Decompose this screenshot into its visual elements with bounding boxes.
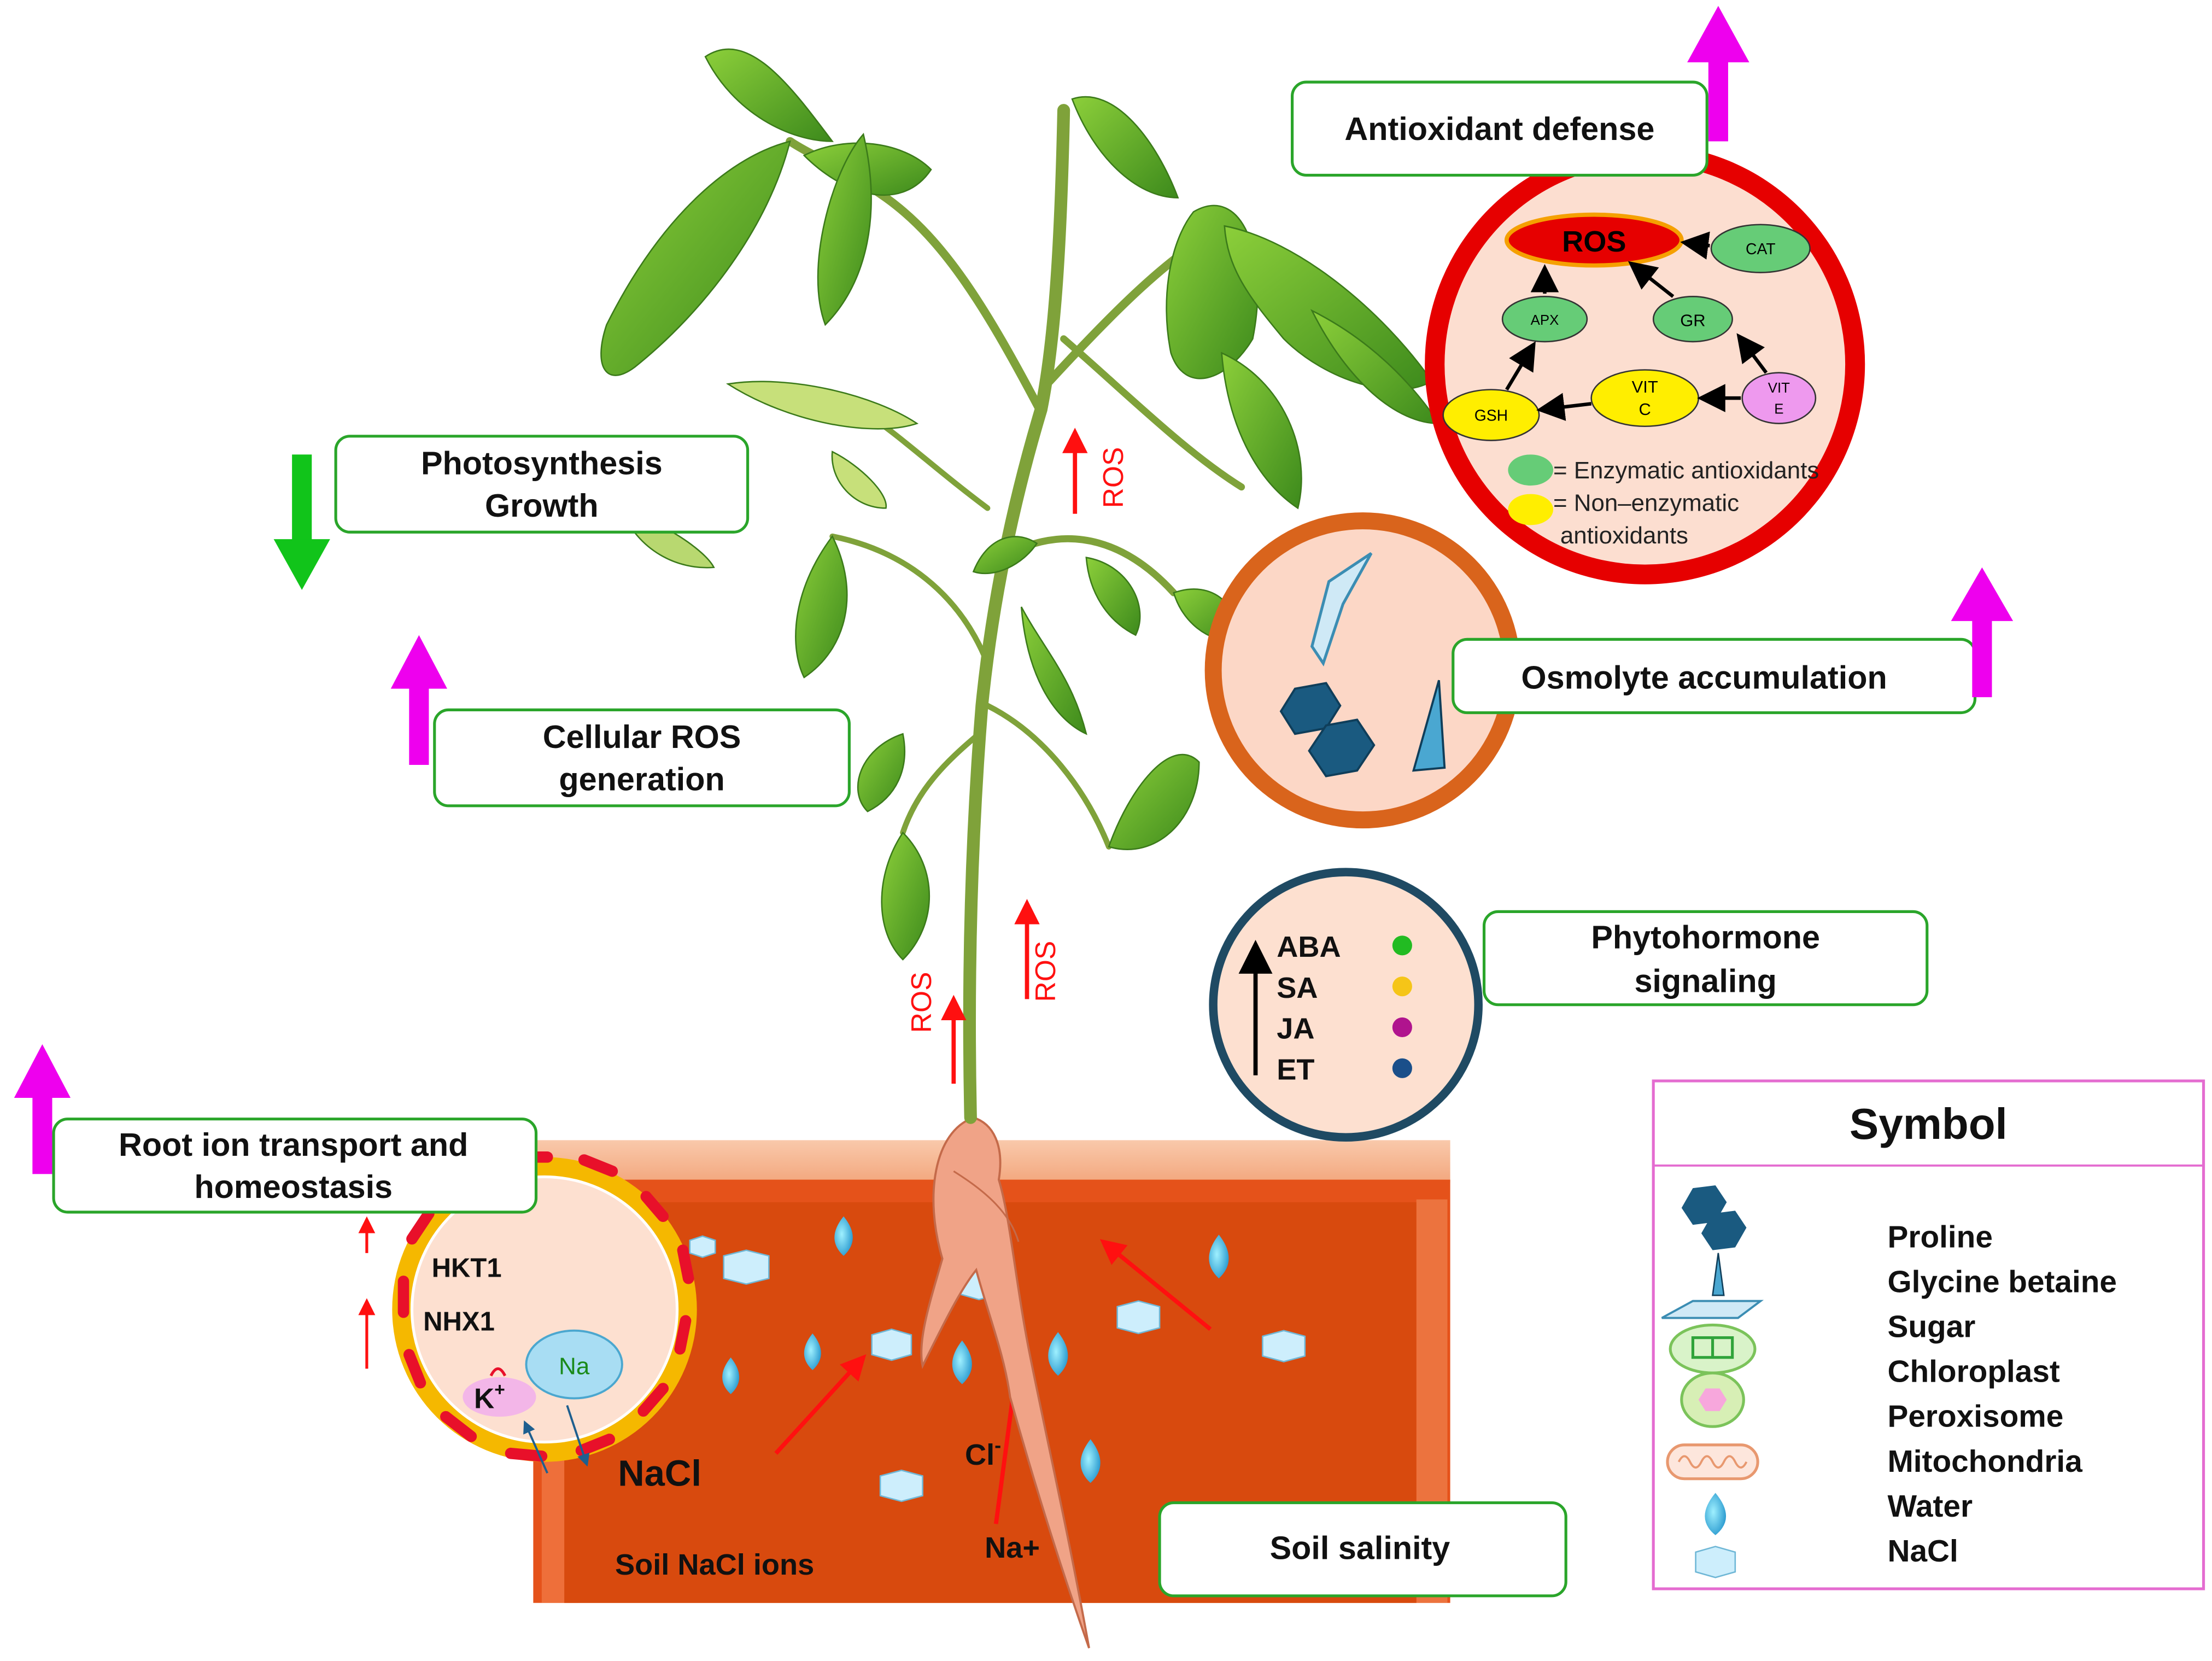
cellular-ros-label-line2: generation (559, 761, 724, 797)
cellular-ros-label-box: Cellular ROS generation (433, 708, 851, 808)
soil-nacl-label: NaCl (618, 1453, 701, 1494)
hkt1-label: HKT1 (432, 1254, 502, 1283)
antioxidant-increase-arrow (1687, 5, 1749, 142)
vit-e-label-line1: VIT (1768, 381, 1790, 396)
phytohormone-label-line1: Phytohormone (1591, 919, 1820, 955)
photosynthesis-label-line1: Photosynthesis (421, 445, 663, 481)
vit-c-label-line2: C (1639, 400, 1651, 419)
soil-salinity-label: Soil salinity (1270, 1530, 1450, 1566)
sodium-vacuole (525, 1329, 623, 1400)
cellular-ros-label-line1: Cellular ROS (543, 718, 741, 755)
root-ion-increase-arrow (14, 1044, 71, 1174)
stem-ros-text: ROS (1097, 447, 1129, 508)
ros-node-label: ROS (1562, 225, 1626, 258)
hormone-aba-dot (1392, 935, 1412, 956)
symbol-item-mitochondria: Mitochondria (1888, 1444, 2083, 1479)
legend-nonenzymatic-swatch (1508, 494, 1553, 525)
vit-c-label-line1: VIT (1632, 377, 1658, 396)
gr-node (1652, 296, 1733, 343)
root-ion-label-line1: Root ion transport and (119, 1126, 468, 1163)
soil-sodium-label: Na+ (985, 1531, 1040, 1564)
legend-nonenzymatic-text-line1: = Non–enzymatic (1553, 490, 1739, 517)
photosynthesis-label-line2: Growth (485, 487, 599, 524)
osmolyte-increase-arrow (1951, 567, 2014, 698)
mitochondria-icon (1666, 1443, 1759, 1481)
osmolyte-label: Osmolyte accumulation (1521, 659, 1887, 696)
legend-enzymatic-swatch (1508, 454, 1553, 486)
cellular-ros-increase-arrow (390, 635, 447, 765)
hormone-ja-dot (1392, 1017, 1412, 1038)
gr-node-label: GR (1680, 311, 1705, 330)
plant-leaves (600, 48, 1441, 961)
potassium-label: K+ (474, 1379, 505, 1414)
plant-root (920, 1116, 1090, 1648)
antioxidant-label-box: Antioxidant defense (1291, 80, 1708, 177)
sugar-icon (1661, 1300, 1764, 1319)
osmolyte-circle (1204, 512, 1521, 829)
symbol-item-nacl: NaCl (1888, 1534, 1958, 1569)
vit-e-label-line2: E (1774, 402, 1783, 417)
symbol-item-water: Water (1888, 1489, 1973, 1524)
hormone-et-label: ET (1277, 1053, 1314, 1086)
symbol-item-sugar: Sugar (1888, 1310, 1976, 1344)
chloroplast-icon (1669, 1323, 1757, 1375)
soil-nacl-ions-label: Soil NaCl ions (615, 1548, 814, 1581)
peroxisome-icon (1680, 1371, 1745, 1428)
lower-ros-right-text: ROS (1029, 941, 1061, 1002)
antioxidant-label: Antioxidant defense (1344, 110, 1654, 147)
phytohormone-label-line2: signaling (1634, 962, 1776, 999)
stem-ros-marker: ROS (1062, 428, 1129, 514)
water-icon (1705, 1493, 1727, 1535)
hormone-sa-label: SA (1277, 972, 1318, 1004)
nacl-icon (1695, 1546, 1736, 1578)
lower-ros-right-marker: ROS (1014, 899, 1061, 1002)
glycine-betaine-icon (1712, 1253, 1725, 1296)
hormone-et-dot (1392, 1058, 1412, 1078)
phytohormone-circle: ABA SA JA ET (1209, 868, 1483, 1142)
symbol-item-peroxisome: Peroxisome (1888, 1400, 2064, 1434)
root-cell: HKT1 NHX1 Na K+ (358, 1151, 697, 1474)
lower-ros-left-text: ROS (905, 972, 937, 1033)
proline-icon (1681, 1185, 1747, 1250)
legend-enzymatic-text: = Enzymatic antioxidants (1553, 457, 1819, 484)
sodium-label: Na (559, 1353, 590, 1380)
nhx1-label: NHX1 (423, 1307, 495, 1337)
phytohormone-label-box: Phytohormone signaling (1482, 910, 1929, 1007)
potassium-transporter (463, 1377, 536, 1417)
lower-ros-left-marker: ROS (905, 972, 967, 1084)
hormone-sa-dot (1392, 976, 1412, 997)
osmolyte-label-box: Osmolyte accumulation (1452, 638, 1977, 715)
soil-chloride-label: Cl- (965, 1434, 1001, 1471)
apx-node (1501, 296, 1588, 343)
antioxidant-circle: ROS CAT APX GR GSH VIT C VIT E = Enzymat… (1425, 144, 1865, 584)
cat-node-label: CAT (1746, 241, 1776, 258)
apx-node-label: APX (1531, 313, 1559, 328)
symbol-item-proline: Proline (1888, 1220, 1993, 1254)
soil-water-drops (722, 1216, 1229, 1483)
symbol-item-glycine-betaine: Glycine betaine (1888, 1265, 2117, 1300)
cat-node (1710, 224, 1811, 273)
photosynthesis-label-box: Photosynthesis Growth (334, 435, 750, 534)
hormone-list: ABA SA JA ET (1277, 931, 1412, 1086)
photosynthesis-decrease-arrow (273, 454, 330, 590)
vit-e-node (1741, 372, 1817, 424)
root-ion-label-line2: homeostasis (194, 1168, 393, 1205)
soil-salinity-label-box: Soil salinity (1158, 1501, 1567, 1598)
root-ion-label-box: Root ion transport and homeostasis (52, 1118, 538, 1214)
gsh-node-label: GSH (1474, 407, 1508, 424)
legend-nonenzymatic-text-line2: antioxidants (1560, 522, 1688, 549)
symbol-legend-title: Symbol (1850, 1099, 2008, 1148)
hormone-ja-label: JA (1277, 1013, 1314, 1045)
hormone-aba-label: ABA (1277, 931, 1341, 963)
symbol-item-chloroplast: Chloroplast (1888, 1355, 2060, 1389)
